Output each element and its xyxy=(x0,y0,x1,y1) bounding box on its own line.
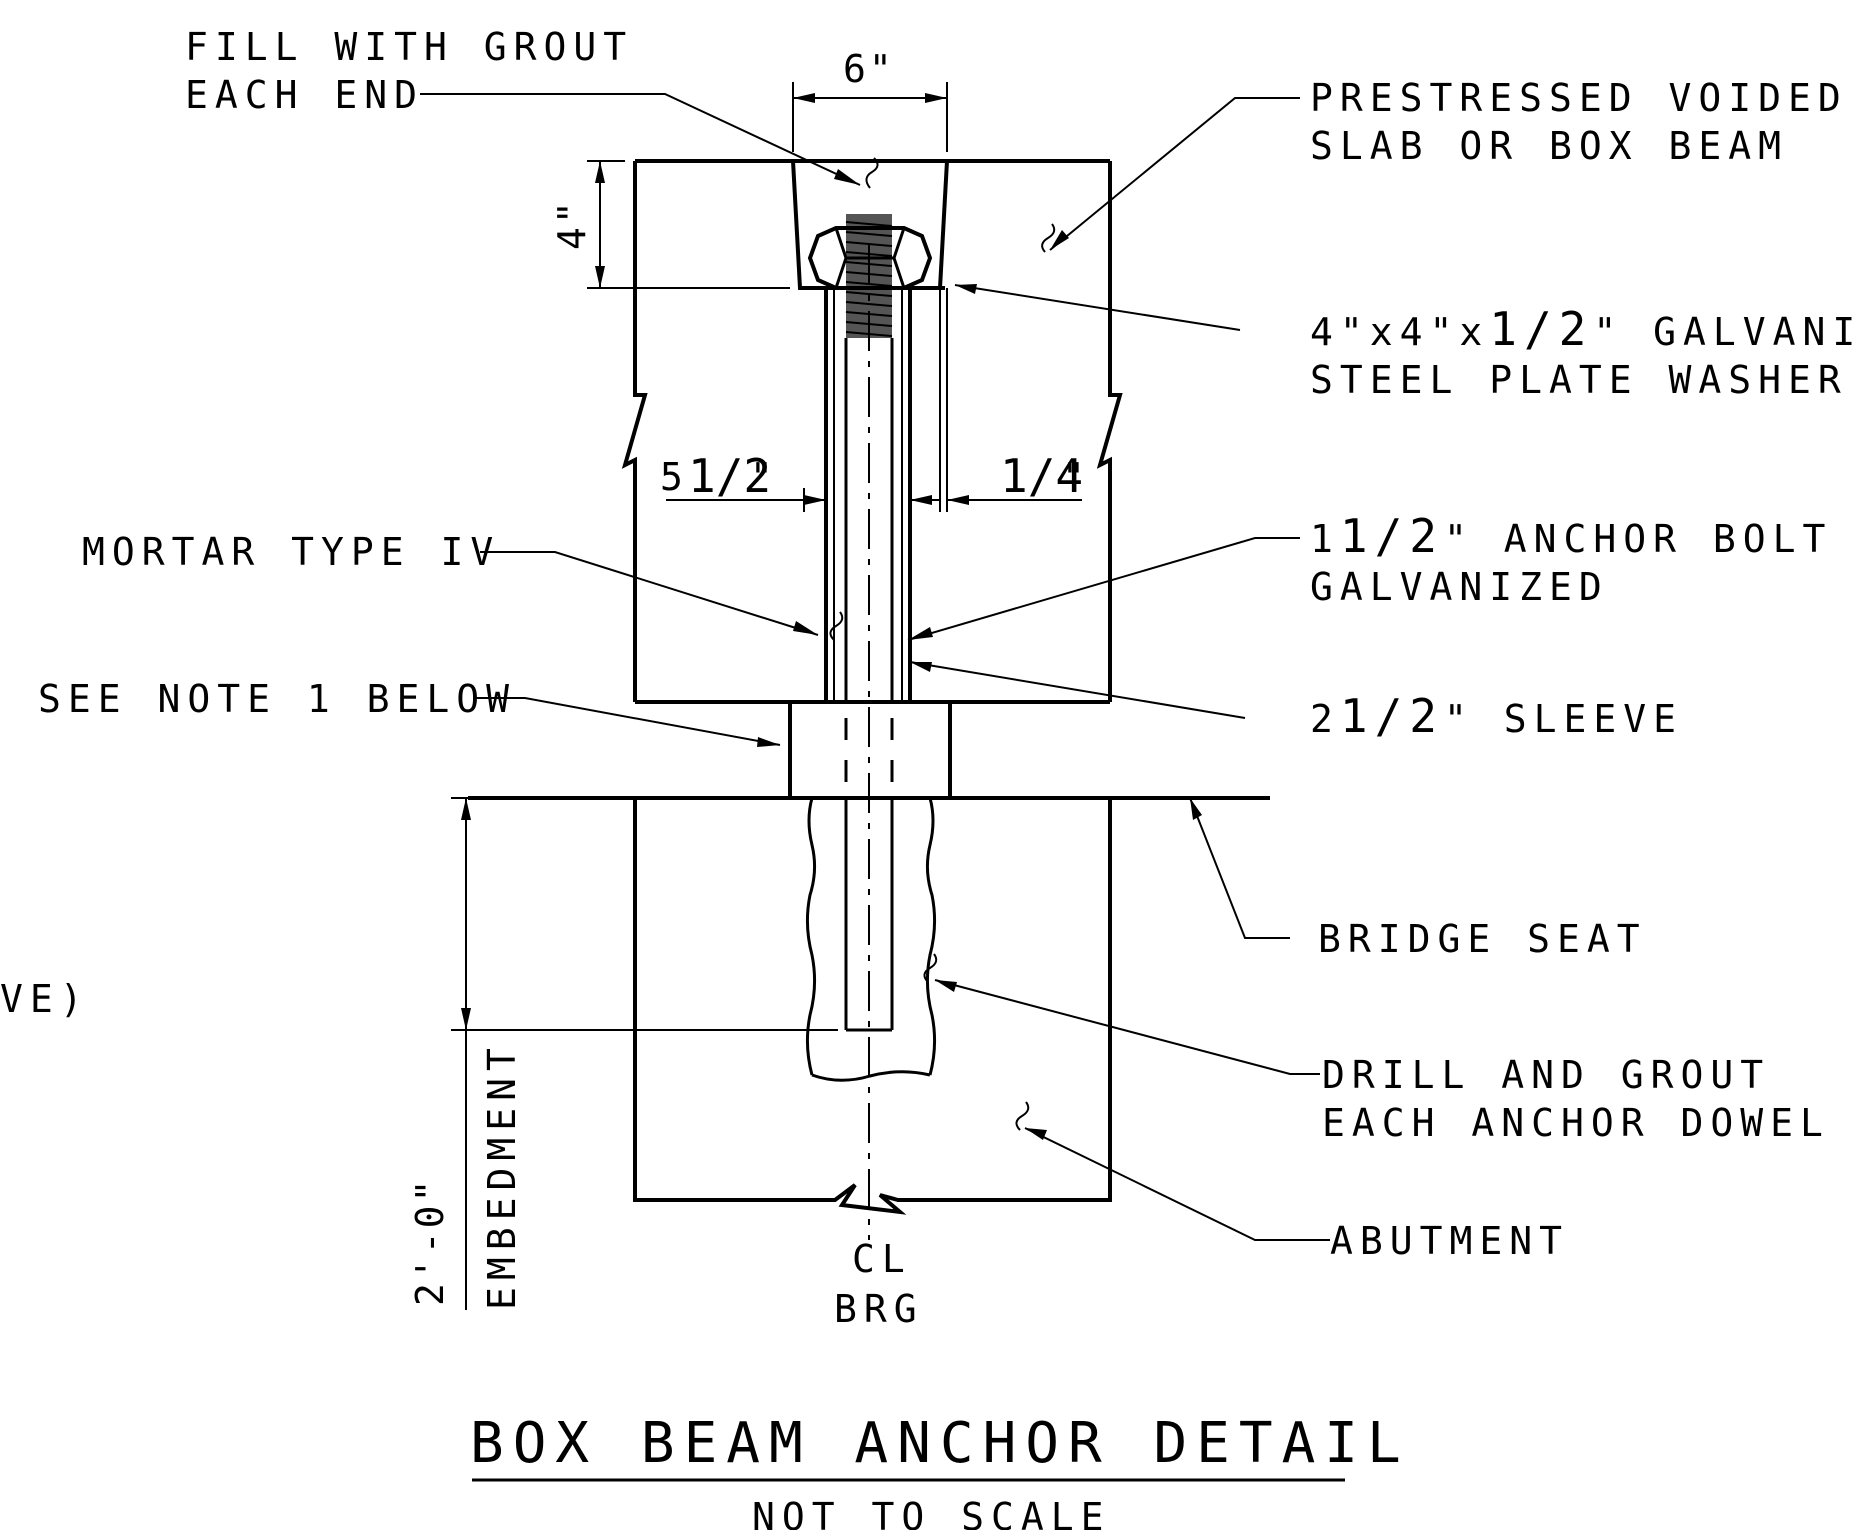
dim-quarter-mark: " xyxy=(1062,455,1088,499)
leader-arrowheads xyxy=(757,169,1202,1140)
prestressed-label-1: PRESTRESSED VOIDED xyxy=(1310,76,1848,120)
cut-off-label: VE) xyxy=(0,977,90,1021)
bridge-seat-label: BRIDGE SEAT xyxy=(1318,917,1647,961)
bearing-label: BRG xyxy=(834,1287,924,1331)
see-note-label: SEE NOTE 1 BELOW xyxy=(38,677,516,721)
dim-6-ext xyxy=(792,82,948,152)
leaders xyxy=(420,93,1330,1241)
drill-label-2: EACH ANCHOR DOWEL xyxy=(1322,1101,1830,1145)
dim-5half-arrow xyxy=(804,495,826,505)
anchor-bolt-label-2: GALVANIZED xyxy=(1310,565,1609,609)
dim-6-label: 6" xyxy=(843,47,895,91)
dim-quarter-ext xyxy=(939,288,948,512)
drill-label-1: DRILL AND GROUT xyxy=(1322,1053,1770,1097)
washer-label-1-post: " GALVANIZED xyxy=(1593,310,1856,354)
sleeve-label-post: " SLEEVE xyxy=(1444,697,1683,741)
dim-5half-whole: 5 xyxy=(660,455,686,499)
abutment-outline xyxy=(633,798,1112,1215)
drilled-hole-left xyxy=(805,797,817,1076)
sleeve-label-frac: 1/2 xyxy=(1340,689,1444,743)
dim-4-ext xyxy=(587,160,790,289)
prestressed-label-2: SLAB OR BOX BEAM xyxy=(1310,124,1788,168)
washer-label-2: STEEL PLATE WASHER xyxy=(1310,358,1848,402)
sleeve-label: 21/2" SLEEVE xyxy=(1310,689,1683,743)
washer-label-1: 4"x4"x1/2" GALVANIZED xyxy=(1310,302,1856,356)
fill-grout-label-2: EACH END xyxy=(185,73,424,117)
washer-label-1-pre: 4"x4"x xyxy=(1310,310,1489,354)
material-squiggles xyxy=(829,157,1056,1131)
dim-quarter-arrows xyxy=(910,495,969,505)
beam-right-edge xyxy=(1096,161,1123,702)
anchor-bolt-label-pre: 1 xyxy=(1310,517,1340,561)
dim-embed-label: 2'-0" xyxy=(408,1177,452,1306)
mortar-label: MORTAR TYPE IV xyxy=(82,530,500,574)
anchor-bolt-label-1: 11/2" ANCHOR BOLT xyxy=(1310,509,1832,563)
anchor-bolt-label-post: " ANCHOR BOLT xyxy=(1444,517,1832,561)
dim-5half-mark: " xyxy=(750,455,776,499)
centerline-symbol: CL xyxy=(852,1237,912,1281)
drilled-hole-right xyxy=(925,797,937,1076)
dim-embed-ext xyxy=(451,797,838,1031)
embedment-label: EMBEDMENT xyxy=(480,1041,524,1310)
dim-quarter-frac: 1/4 xyxy=(1000,449,1083,503)
washer-label-1-frac: 1/2 xyxy=(1489,302,1593,356)
anchor-bolt-label-frac: 1/2 xyxy=(1340,509,1444,563)
abutment-label: ABUTMENT xyxy=(1330,1219,1569,1263)
dim-4-label: 4" xyxy=(550,198,594,250)
dim-5half-frac: 1/2 xyxy=(688,449,771,503)
drawing-title: BOX BEAM ANCHOR DETAIL xyxy=(470,1411,1410,1476)
drawing-subtitle: NOT TO SCALE xyxy=(752,1495,1111,1530)
drilled-hole-bottom xyxy=(811,1070,931,1082)
sleeve-label-pre: 2 xyxy=(1310,697,1340,741)
beam-left-edge xyxy=(621,161,648,702)
fill-grout-label-1: FILL WITH GROUT xyxy=(185,25,633,69)
